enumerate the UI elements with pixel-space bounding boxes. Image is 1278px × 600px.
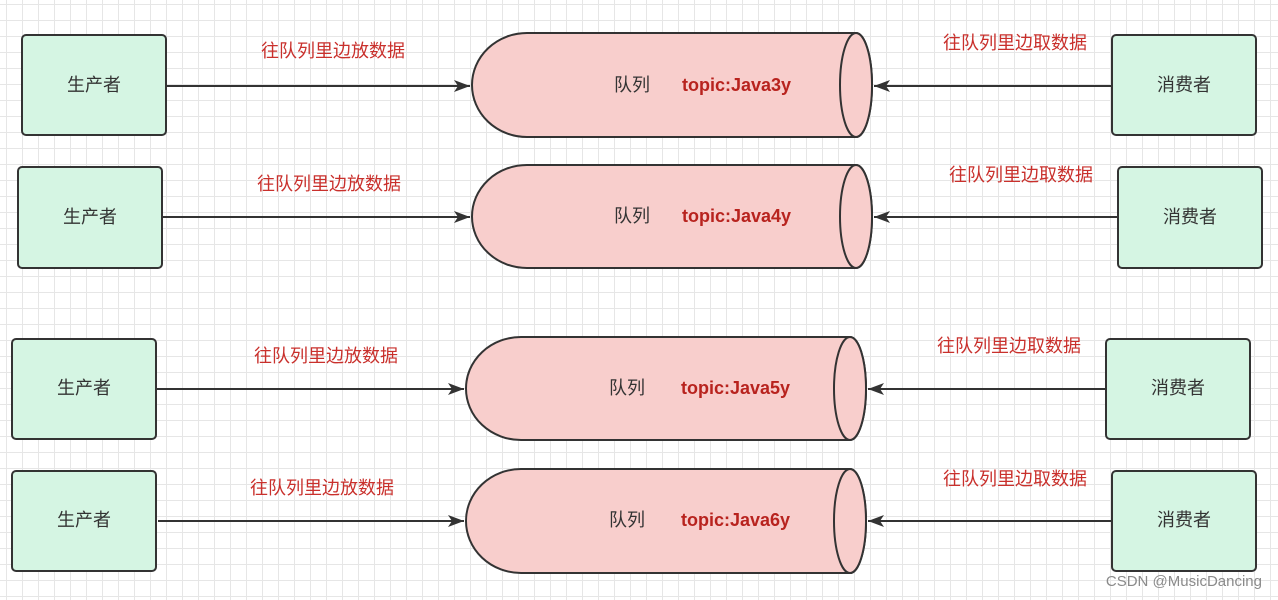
row-4: 生产者 往队列里边放数据 队列 topic:Java6y 往队列里边取数据 消费… <box>11 468 1257 574</box>
queue-cylinder <box>465 468 867 574</box>
row-3: 生产者 往队列里边放数据 队列 topic:Java5y 往队列里边取数据 消费… <box>11 336 1251 441</box>
take-data-label: 往队列里边取数据 <box>937 336 1081 357</box>
watermark: CSDN @MusicDancing <box>1106 573 1262 590</box>
take-data-label: 往队列里边取数据 <box>943 33 1087 54</box>
topic-label: topic:Java6y <box>681 510 790 530</box>
topic-label: topic:Java5y <box>681 378 790 398</box>
topic-label: topic:Java4y <box>682 206 791 226</box>
row-1: 生产者 往队列里边放数据 队列 topic:Java3y 往队列里边取数据 消费… <box>21 32 1257 138</box>
queue-label: 队列 <box>609 510 645 531</box>
consumer-box <box>1105 338 1251 440</box>
put-data-label: 往队列里边放数据 <box>257 174 401 195</box>
consumer-label: 消费者 <box>1157 75 1211 96</box>
put-data-label: 往队列里边放数据 <box>254 346 398 367</box>
queue-label: 队列 <box>614 206 650 227</box>
row-2: 生产者 往队列里边放数据 队列 topic:Java4y 往队列里边取数据 消费… <box>17 164 1263 269</box>
producer-label: 生产者 <box>57 378 111 399</box>
queue-end-ellipse <box>839 164 873 269</box>
queue-end-ellipse <box>833 468 867 574</box>
consumer-box <box>1117 166 1263 269</box>
producer-label: 生产者 <box>67 75 121 96</box>
queue-cylinder <box>465 336 867 441</box>
put-data-label: 往队列里边放数据 <box>250 478 394 499</box>
producer-label: 生产者 <box>57 510 111 531</box>
queue-cylinder <box>471 32 873 138</box>
consumer-label: 消费者 <box>1157 510 1211 531</box>
consumer-label: 消费者 <box>1163 207 1217 228</box>
consumer-box <box>1111 34 1257 136</box>
consumer-box <box>1111 470 1257 572</box>
producer-box <box>11 470 157 572</box>
queue-end-ellipse <box>833 336 867 441</box>
producer-label: 生产者 <box>63 207 117 228</box>
queue-label: 队列 <box>614 75 650 96</box>
queue-end-ellipse <box>839 32 873 138</box>
take-data-label: 往队列里边取数据 <box>949 165 1093 186</box>
take-data-label: 往队列里边取数据 <box>943 469 1087 490</box>
queue-label: 队列 <box>609 378 645 399</box>
put-data-label: 往队列里边放数据 <box>261 41 405 62</box>
consumer-label: 消费者 <box>1151 378 1205 399</box>
queue-cylinder <box>471 164 873 269</box>
topic-label: topic:Java3y <box>682 75 791 95</box>
